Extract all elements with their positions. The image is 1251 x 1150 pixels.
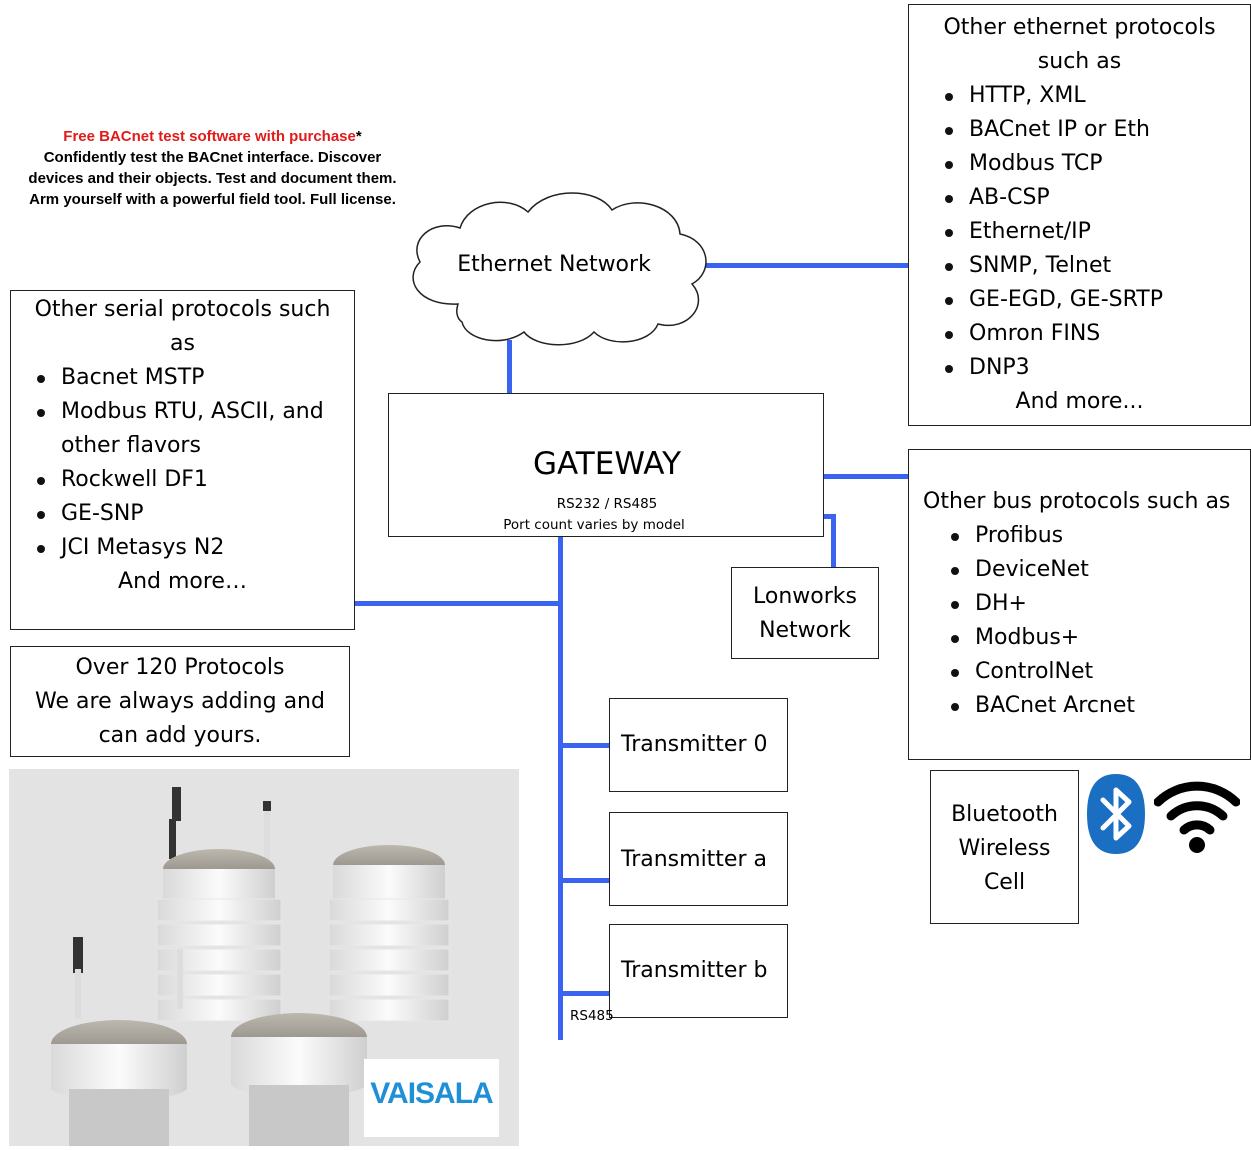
- gateway-note: Port count varies by model: [503, 517, 685, 533]
- ethernet-protocols-box: Other ethernet protocols such as HTTP, X…: [908, 4, 1251, 426]
- list-item: Modbus RTU, ASCII, and other flavors: [25, 395, 340, 463]
- weather-transmitter-illustration: [51, 787, 450, 1146]
- vaisala-logo: VAISALA: [364, 1059, 499, 1137]
- list-item: BACnet IP or Eth: [933, 113, 1240, 147]
- line-gateway-bus-box: [824, 474, 909, 479]
- transmitter-label: Transmitter 0: [621, 732, 768, 757]
- list-item: Bacnet MSTP: [25, 361, 340, 395]
- lonworks-line1: Lonworks: [753, 584, 857, 609]
- list-item: GE-SNP: [25, 497, 340, 531]
- line-bus-serial-box: [353, 601, 560, 606]
- list-item: DNP3: [933, 351, 1240, 385]
- cloud-shape: [412, 192, 707, 346]
- ethernet-network-cloud: Ethernet Network: [398, 184, 716, 348]
- list-item: AB-CSP: [933, 181, 1240, 215]
- vaisala-logo-text: VAISALA: [370, 1077, 493, 1110]
- gateway-box: GATEWAY RS232 / RS485 Port count varies …: [388, 393, 824, 537]
- ethernet-heading: Other ethernet protocols such as: [943, 15, 1216, 74]
- list-item: SNMP, Telnet: [933, 249, 1240, 283]
- list-item: DH+: [939, 587, 1242, 621]
- wireless-line2: Wireless: [958, 836, 1051, 861]
- list-item: BACnet Arcnet: [939, 689, 1242, 723]
- line-gateway-lonworks-v: [831, 514, 836, 568]
- transmitter-box: Transmitter b: [609, 924, 788, 1018]
- bus-heading: Other bus protocols such as: [923, 489, 1231, 514]
- transmitter-box: Transmitter 0: [609, 698, 788, 792]
- list-item: DeviceNet: [939, 553, 1242, 587]
- transmitter-box: Transmitter a: [609, 812, 788, 906]
- list-item: Modbus TCP: [933, 147, 1240, 181]
- promo-asterisk: *: [355, 128, 362, 145]
- line-bus-transmitter-a: [558, 878, 610, 883]
- lonworks-line2: Network: [759, 618, 851, 643]
- cloud-label: Ethernet Network: [457, 252, 651, 277]
- serial-footer: And more…: [118, 569, 247, 594]
- wireless-line1: Bluetooth: [951, 802, 1058, 827]
- line-bus-transmitter-0: [558, 743, 610, 748]
- ethernet-footer: And more...: [1015, 389, 1144, 414]
- list-item: GE-EGD, GE-SRTP: [933, 283, 1240, 317]
- list-item: Omron FINS: [933, 317, 1240, 351]
- serial-protocol-list: Bacnet MSTP Modbus RTU, ASCII, and other…: [25, 361, 340, 565]
- rs485-bus-line: [558, 535, 563, 1040]
- bluetooth-icon: [1085, 772, 1147, 856]
- bus-protocol-list: Profibus DeviceNet DH+ Modbus+ ControlNe…: [939, 519, 1242, 723]
- gateway-ports: RS232 / RS485: [556, 496, 658, 512]
- bus-protocols-box: Other bus protocols such as Profibus Dev…: [908, 449, 1251, 760]
- protocol-count-line1: Over 120 Protocols: [75, 655, 285, 680]
- lonworks-network-box: Lonworks Network: [731, 567, 879, 659]
- rs485-label: RS485: [570, 1008, 614, 1024]
- list-item: Modbus+: [939, 621, 1242, 655]
- protocol-count-box: Over 120 Protocols We are always adding …: [10, 646, 350, 757]
- wireless-line3: Cell: [983, 870, 1026, 895]
- wireless-box: Bluetooth Wireless Cell: [930, 770, 1079, 924]
- list-item: Profibus: [939, 519, 1242, 553]
- list-item: Rockwell DF1: [25, 463, 340, 497]
- wifi-icon: [1153, 776, 1241, 856]
- serial-protocols-box: Other serial protocols such as Bacnet MS…: [10, 290, 355, 630]
- promo-headline: Free BACnet test software with purchase: [63, 128, 356, 145]
- product-photo: VAISALA: [9, 769, 519, 1146]
- line-cloud-ethernet-box: [703, 263, 909, 268]
- line-gateway-lonworks-h: [824, 514, 836, 519]
- promo-body: Confidently test the BACnet interface. D…: [28, 149, 397, 208]
- list-item: Ethernet/IP: [933, 215, 1240, 249]
- line-bus-transmitter-b: [558, 991, 610, 996]
- list-item: JCI Metasys N2: [25, 531, 340, 565]
- list-item: ControlNet: [939, 655, 1242, 689]
- protocol-count-line3: can add yours.: [98, 723, 262, 748]
- gateway-title: GATEWAY: [532, 446, 682, 482]
- promo-text: Free BACnet test software with purchase*…: [20, 126, 405, 210]
- list-item: HTTP, XML: [933, 79, 1240, 113]
- ethernet-protocol-list: HTTP, XML BACnet IP or Eth Modbus TCP AB…: [933, 79, 1240, 385]
- protocol-count-line2: We are always adding and: [35, 689, 325, 714]
- line-cloud-gateway: [507, 340, 512, 394]
- transmitter-label: Transmitter a: [621, 847, 767, 872]
- serial-heading: Other serial protocols such as: [34, 297, 331, 356]
- transmitter-label: Transmitter b: [621, 958, 768, 983]
